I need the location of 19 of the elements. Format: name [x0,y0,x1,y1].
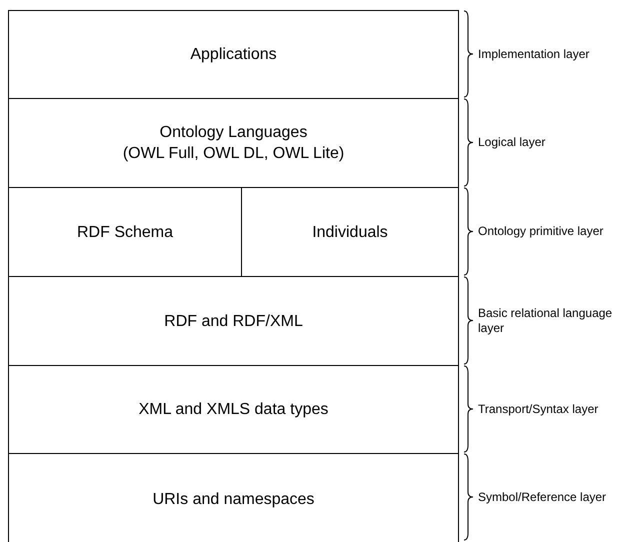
layer-label: Transport/Syntax layer [478,402,600,416]
layer-label: Ontology primitive layer [478,224,604,239]
layer-subtitle: (OWL Full, OWL DL, OWL Lite) [122,144,344,164]
layer-label: Logical layer [478,135,546,150]
layer-title: Applications [190,45,277,65]
layer-label: Basic relational language layer [478,306,614,336]
layer-box [8,453,459,542]
layer-title: XML and XMLS data types [138,400,328,420]
layer-title: Individuals [312,222,388,242]
layer-title: URIs and namespaces [152,490,314,510]
layer-label: Symbol/Reference layer [478,490,608,504]
layer-box [8,365,459,454]
layer-title: RDF Schema [76,222,174,242]
layer-box [8,10,459,99]
layer-box [8,98,459,188]
layer-label: Implementation layer [478,46,590,62]
layer-box [8,276,459,366]
layer-title: Ontology Languages [160,123,308,143]
layer-title: RDF and RDF/XML [164,312,303,332]
